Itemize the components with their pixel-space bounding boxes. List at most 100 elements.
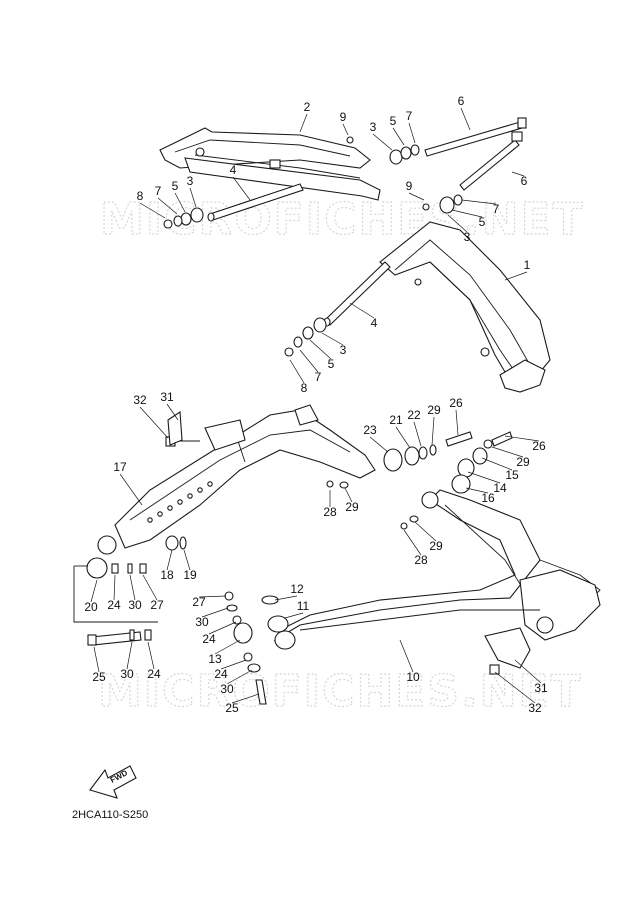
leader-line (408, 192, 425, 201)
bolt-6-lower (459, 131, 523, 191)
leader-line (157, 197, 178, 215)
leader-line (232, 176, 251, 201)
leader-line (142, 574, 158, 601)
callout-5c: 5 (479, 215, 486, 229)
callout-27b: 27 (192, 595, 206, 609)
leader-line (183, 549, 191, 571)
leader-line (289, 359, 305, 384)
leader-line (299, 349, 319, 373)
swingarm-left (114, 404, 376, 549)
leader-line (369, 436, 389, 453)
callout-3b: 3 (187, 174, 194, 188)
leader-line (392, 127, 405, 146)
bolt-32-upper (165, 411, 200, 447)
leader-line (447, 214, 468, 233)
fwd-arrow-icon: FWD (89, 765, 137, 799)
leader-line (349, 302, 375, 319)
callout-6b: 6 (521, 174, 528, 188)
leader-line (119, 473, 143, 506)
guard-plate-31 (484, 627, 531, 675)
callout-5b: 5 (172, 179, 179, 193)
leader-line (511, 171, 525, 177)
leader-line (201, 607, 229, 618)
leader-line (166, 403, 179, 421)
bushing-set-lower-left (73, 535, 187, 646)
leader-line (126, 641, 133, 670)
leader-line (321, 332, 344, 346)
swingarm-bushings (326, 431, 473, 489)
callout-26b: 26 (532, 439, 546, 453)
leader-line (309, 339, 332, 360)
leader-line (284, 612, 304, 619)
pivot-shaft-4-lower (323, 261, 391, 327)
leader-line (342, 123, 349, 136)
callout-9b: 9 (406, 179, 413, 193)
callout-32b: 32 (528, 701, 542, 715)
lower-arm (273, 489, 601, 650)
callout-21: 21 (389, 413, 403, 427)
leader-line (460, 107, 471, 131)
leader-line (166, 549, 173, 571)
callout-5d: 5 (328, 357, 335, 371)
pivot-shaft-4-upper (207, 183, 304, 222)
callout-30c: 30 (220, 682, 234, 696)
leader-line (147, 641, 155, 670)
callout-24d: 24 (147, 667, 161, 681)
callout-15: 15 (505, 468, 519, 482)
callout-7b: 7 (155, 184, 162, 198)
upper-arm-left (159, 127, 381, 201)
callout-22: 22 (407, 408, 421, 422)
swingarm-holes (147, 481, 213, 523)
leader-line (514, 659, 542, 684)
callout-29c: 29 (345, 500, 359, 514)
callout-7a: 7 (406, 109, 413, 123)
watermark-top: MICROFICHES.NET (100, 194, 585, 245)
watermark-bottom: MICROFICHES.NET (98, 666, 583, 717)
leader-line (491, 446, 524, 458)
callout-20: 20 (84, 600, 98, 614)
leader-lines (90, 107, 542, 704)
diagram-code: 2HCA110-S250 (72, 809, 148, 821)
leader-line (467, 471, 501, 484)
callout-28a: 28 (323, 505, 337, 519)
callout-7d: 7 (315, 370, 322, 384)
callout-32a: 32 (133, 393, 147, 407)
bushing-set-upper-right (346, 136, 420, 165)
callout-5a: 5 (390, 114, 397, 128)
leader-line (214, 639, 241, 655)
leader-line (90, 579, 98, 603)
bushing-set-mid-left (284, 317, 327, 357)
leader-line (399, 639, 414, 673)
callout-10: 10 (406, 670, 420, 684)
callout-8a: 8 (137, 189, 144, 203)
leader-line (461, 199, 497, 205)
leader-line (372, 133, 393, 151)
callout-13: 13 (208, 652, 222, 666)
upper-arm-right (379, 221, 551, 393)
callout-19: 19 (183, 568, 197, 582)
callout-8b: 8 (301, 381, 308, 395)
leader-line (481, 457, 513, 471)
leader-line (494, 671, 536, 704)
leader-line (451, 209, 483, 218)
callout-28b: 28 (414, 553, 428, 567)
leader-line (413, 421, 422, 447)
callout-9a: 9 (340, 110, 347, 124)
leader-line (208, 621, 237, 635)
bushing-set-lower-center (224, 591, 289, 705)
callout-1: 1 (524, 258, 531, 272)
leader-line (226, 669, 253, 685)
leader-line (129, 574, 136, 601)
callout-31b: 31 (534, 681, 548, 695)
leader-line (414, 521, 437, 542)
callout-27a: 27 (150, 598, 164, 612)
callout-31a: 31 (160, 390, 174, 404)
leader-line (139, 406, 169, 439)
callout-30d: 30 (120, 667, 134, 681)
callout-24c: 24 (214, 667, 228, 681)
callout-3c: 3 (464, 230, 471, 244)
callout-2: 2 (304, 100, 311, 114)
leader-line (465, 487, 489, 494)
callout-11: 11 (297, 599, 310, 613)
